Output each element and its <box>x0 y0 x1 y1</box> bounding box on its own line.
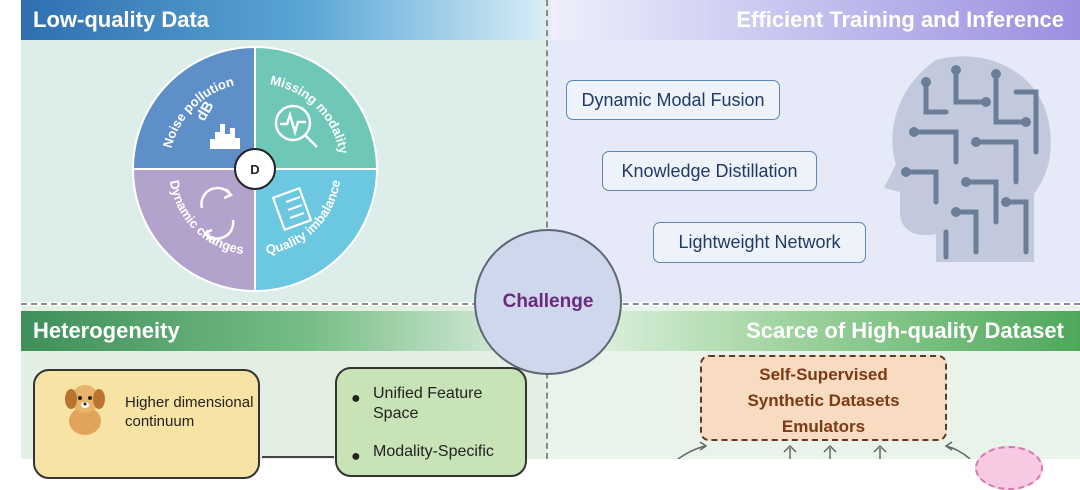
quality-wheel: Noise pollution Missing modality Dynamic… <box>131 45 379 293</box>
lightweight-network-box: Lightweight Network <box>653 222 866 263</box>
knowledge-distillation-box: Knowledge Distillation <box>602 151 817 191</box>
self-supervised-label: Self-Supervised <box>759 365 888 384</box>
segment-noise <box>131 45 256 170</box>
dataset-source-node <box>975 446 1043 490</box>
segment-dynamic <box>131 168 256 293</box>
dataset-arrows <box>677 441 971 459</box>
challenge-circle: Challenge <box>474 229 622 375</box>
modality-specific-item: Modality-Specific <box>373 443 494 460</box>
center-node-label: D <box>250 162 259 177</box>
center-node <box>234 148 276 190</box>
refresh-icon <box>200 186 235 240</box>
circuit-head-icon <box>884 56 1051 262</box>
document-chart-icon <box>271 186 313 232</box>
bullet-2: ● <box>351 448 361 465</box>
dataset-methods-box: Self-Supervised Synthetic Datasets Emula… <box>700 355 947 441</box>
heterogeneity-title: Heterogeneity <box>21 311 543 351</box>
dataset-title: Scarce of High-quality Dataset <box>551 311 1080 351</box>
higher-dimensional-label: Higher dimensional continuum <box>125 394 254 430</box>
puppy-icon <box>65 385 105 435</box>
dynamic-modal-fusion-box: Dynamic Modal Fusion <box>566 80 780 120</box>
unified-feature-card: ● Unified Feature Space ● Modality-Speci… <box>335 367 527 477</box>
heterogeneity-arrow <box>262 456 334 458</box>
segment-imbalance <box>254 168 379 293</box>
higher-dimensional-card: Higher dimensional continuum <box>33 369 260 479</box>
efficient-title: Efficient Training and Inference <box>551 0 1080 40</box>
low-quality-title: Low-quality Data <box>21 0 543 40</box>
bullet-1: ● <box>351 390 361 407</box>
unified-feature-item: Unified Feature Space <box>373 385 483 422</box>
synthetic-datasets-label: Synthetic Datasets <box>747 391 900 410</box>
pulse-magnifier-icon <box>274 104 318 148</box>
emulators-label: Emulators <box>781 417 866 436</box>
